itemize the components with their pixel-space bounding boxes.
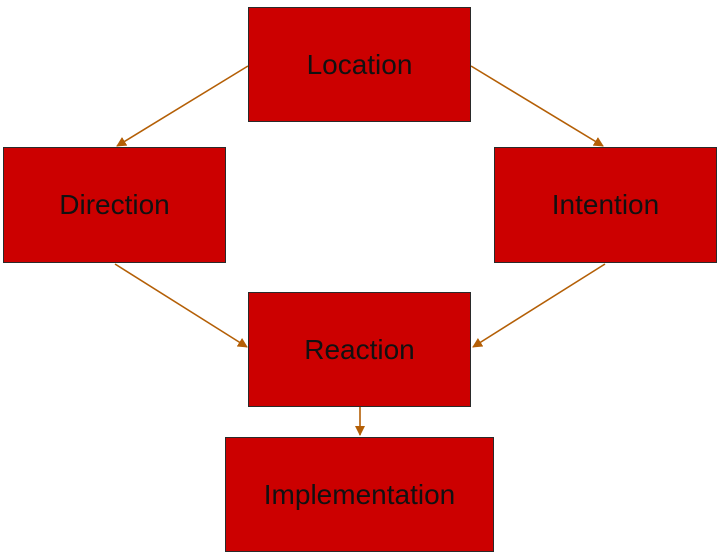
node-location-label: Location	[306, 48, 413, 80]
node-reaction: Reaction	[248, 292, 471, 407]
node-intention-label: Intention	[551, 189, 660, 220]
node-direction: Direction	[3, 147, 226, 263]
node-location: Location	[248, 7, 471, 122]
arrow-location-to-intention	[470, 65, 604, 147]
node-direction-label: Direction	[59, 189, 170, 220]
node-intention: Intention	[494, 147, 717, 263]
node-reaction-label: Reaction	[304, 333, 415, 365]
arrow-intention-to-reaction	[472, 263, 606, 348]
node-implementation-label: Implementation	[263, 478, 456, 510]
arrow-direction-to-reaction	[114, 263, 248, 348]
arrow-location-to-direction	[116, 65, 249, 147]
node-implementation: Implementation	[225, 437, 494, 552]
